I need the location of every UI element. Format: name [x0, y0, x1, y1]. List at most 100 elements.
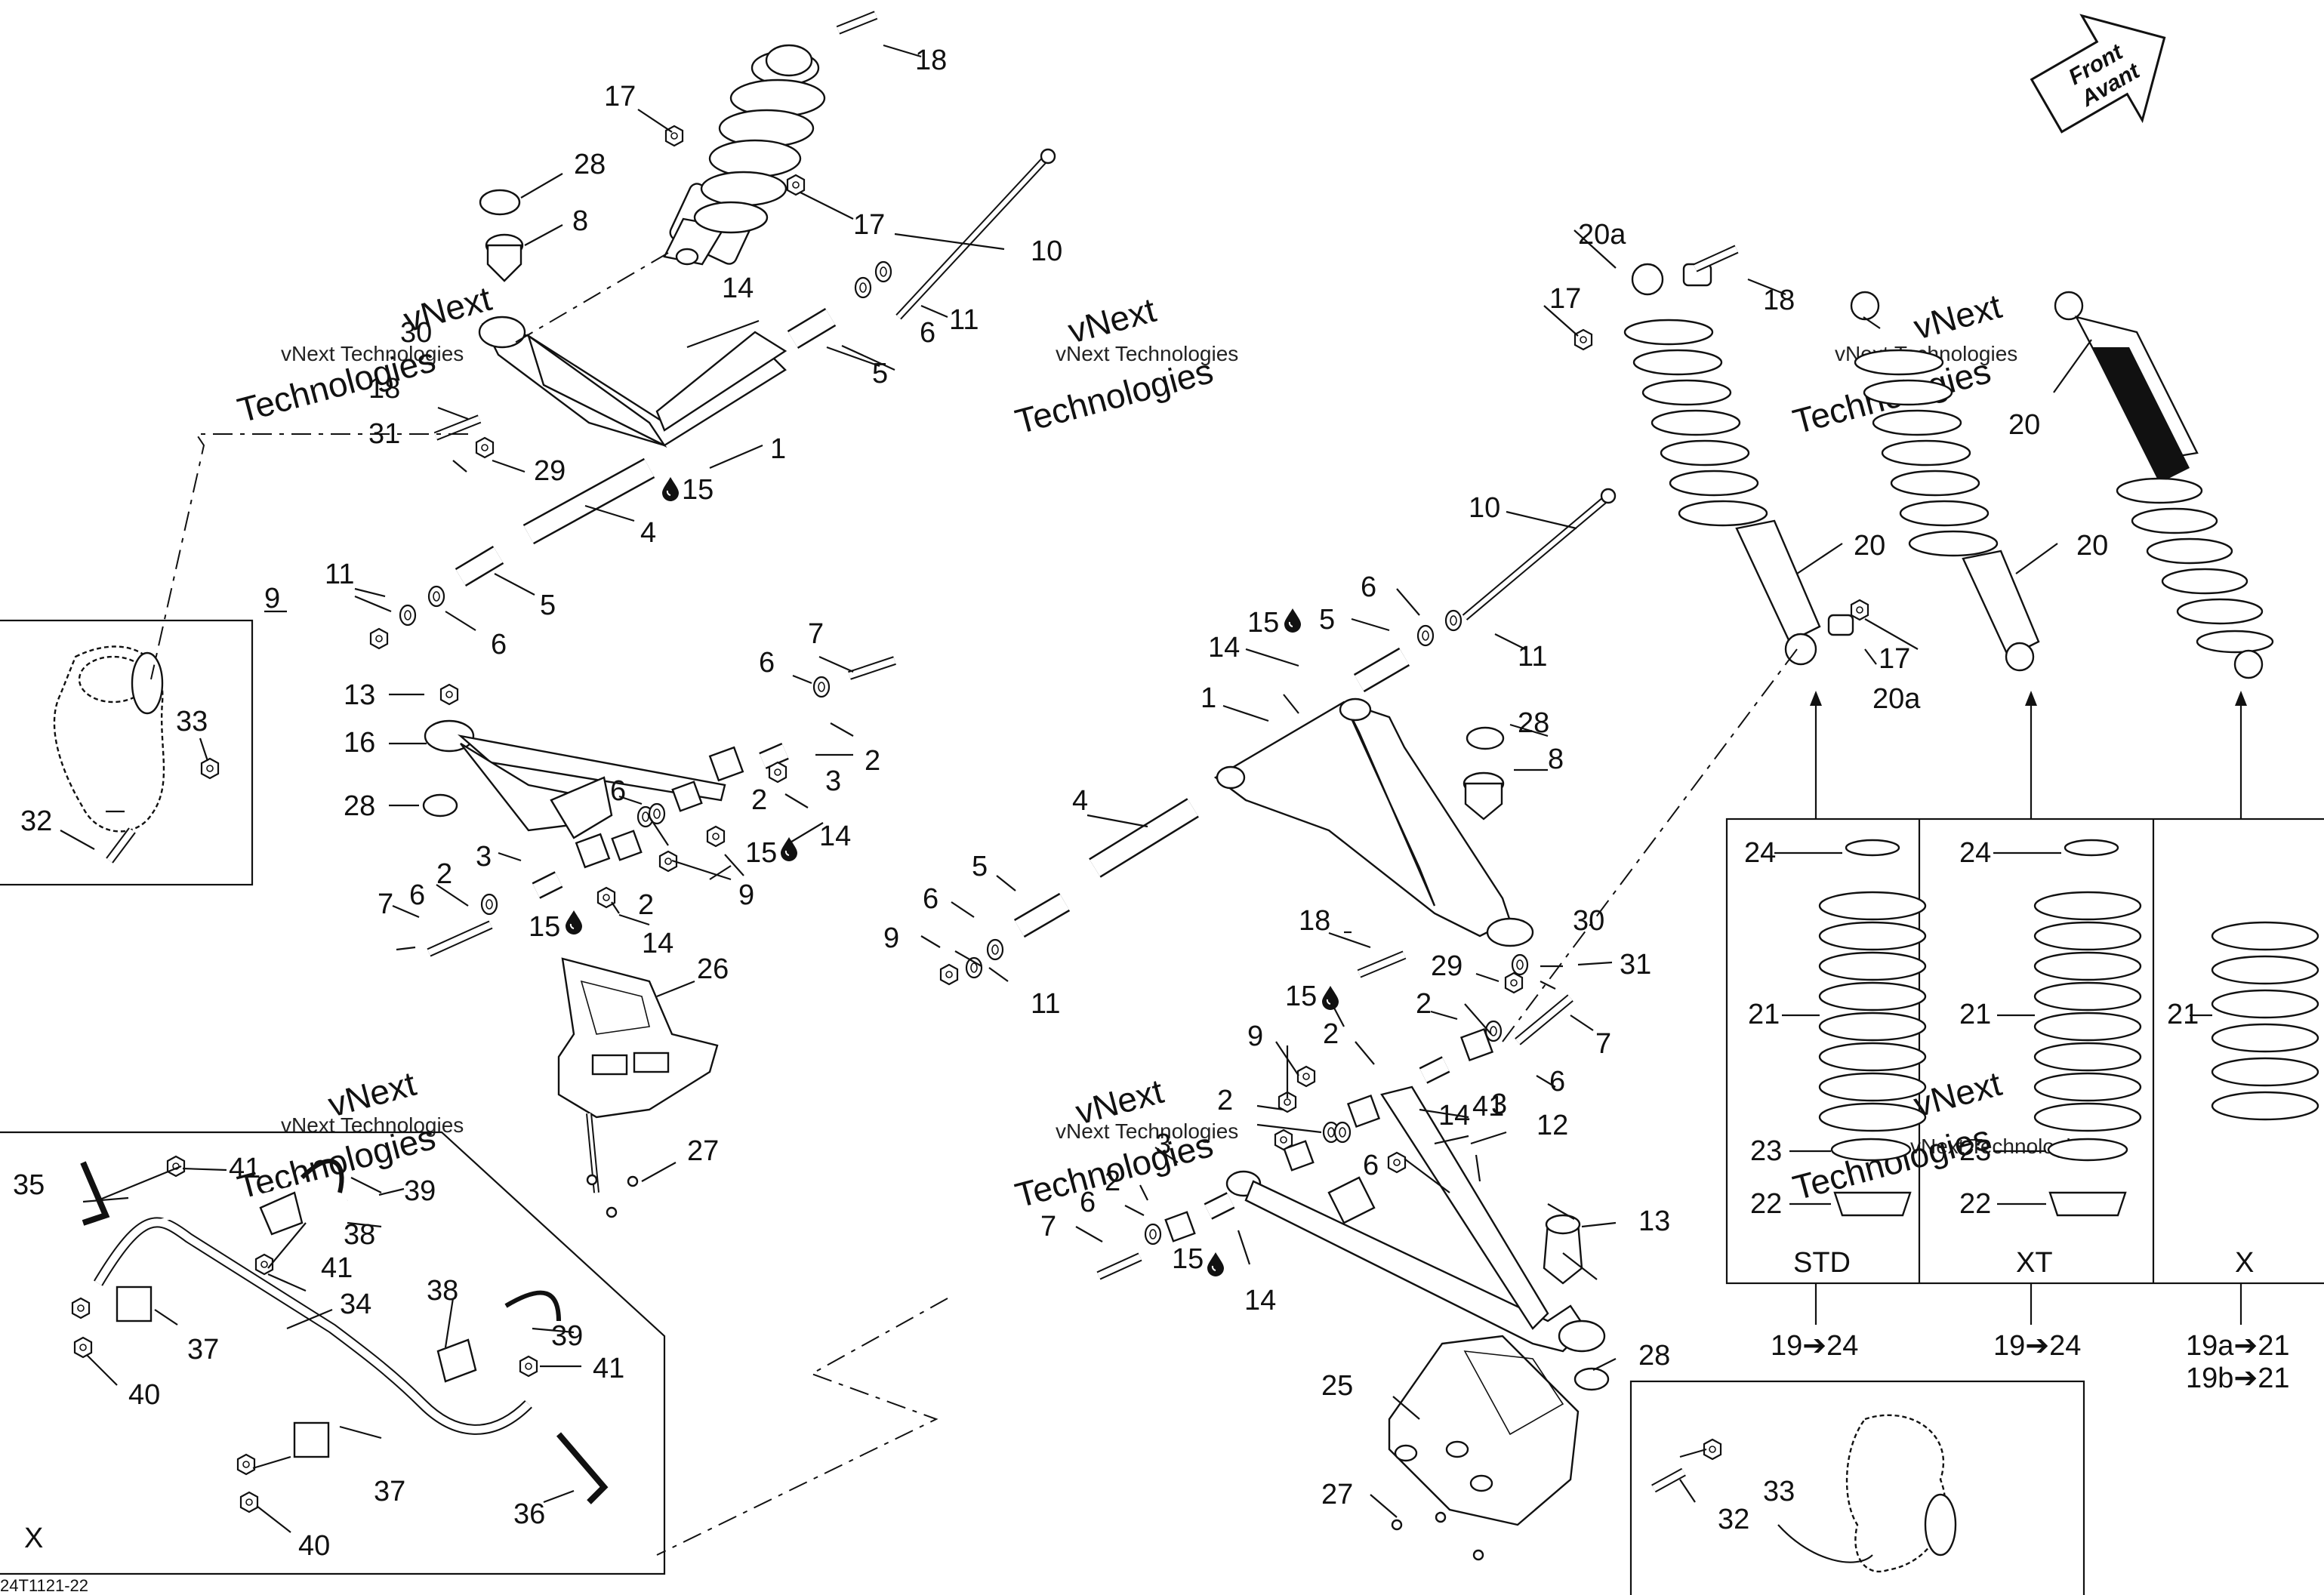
- callout-2: 2: [751, 784, 767, 816]
- callout-39: 39: [404, 1175, 436, 1207]
- callout-2: 2: [1323, 1018, 1339, 1050]
- callout-3: 3: [476, 841, 492, 873]
- callout-25: 25: [1321, 1370, 1353, 1402]
- callout-6: 6: [1080, 1187, 1096, 1218]
- watermark-1: vNext Technologies vNext Technologies: [233, 279, 495, 430]
- callout-33: 33: [176, 706, 208, 737]
- callout-4: 4: [1072, 785, 1088, 817]
- variant-std-range: 19➔24: [1771, 1330, 1858, 1362]
- variant-x-range-a: 19a➔21: [2186, 1330, 2290, 1362]
- oil-drop-icon: [780, 836, 798, 862]
- connector-lines: [150, 252, 1798, 1556]
- callout-28: 28: [344, 790, 375, 822]
- oil-drop-icon: [661, 476, 680, 502]
- bolt-18-right: [1357, 950, 1407, 978]
- shock-x: [2054, 291, 2274, 679]
- callout-21: 21: [1959, 999, 1991, 1030]
- callout-28: 28: [574, 149, 606, 180]
- callout-9: 9: [264, 583, 280, 614]
- ball-joint-upper-left: [479, 189, 524, 282]
- ball-joint-lower-right: [1543, 1214, 1583, 1285]
- callout-13: 13: [344, 679, 375, 711]
- callout-22: 22: [1750, 1188, 1782, 1220]
- callout-1: 1: [770, 433, 786, 465]
- left-shock-absorber: [663, 44, 826, 266]
- svg-text:vNext Technologies: vNext Technologies: [1056, 342, 1238, 365]
- steering-knuckle-right: [1845, 1414, 1957, 1572]
- steering-knuckle-left: [53, 645, 165, 833]
- callout-2: 2: [436, 858, 452, 890]
- callout-10: 10: [1469, 492, 1500, 524]
- spring-std: [1818, 891, 1927, 1132]
- callout-29: 29: [534, 455, 566, 487]
- callout-14: 14: [1208, 632, 1240, 664]
- callout-20: 20: [1854, 530, 1885, 562]
- callout-18: 18: [1763, 285, 1795, 316]
- callout-3: 3: [1155, 1129, 1171, 1160]
- callout-2: 2: [1416, 988, 1432, 1020]
- callout-23: 23: [1959, 1135, 1991, 1167]
- callout-5: 5: [1319, 604, 1335, 636]
- oil-drop-icon: [1321, 985, 1339, 1011]
- callout-12: 12: [1536, 1110, 1568, 1141]
- diagram-code: 24T1121-22: [0, 1576, 88, 1595]
- callout-14: 14: [1244, 1285, 1276, 1316]
- callout-16: 16: [344, 727, 375, 759]
- callout-32: 32: [20, 805, 52, 837]
- callout-11: 11: [1031, 988, 1060, 1020]
- callout-20: 20: [2008, 409, 2040, 441]
- callout-28: 28: [1638, 1340, 1670, 1372]
- oil-drop-icon: [1207, 1252, 1225, 1277]
- callout-7: 7: [378, 888, 393, 920]
- callout-27: 27: [687, 1135, 719, 1167]
- callout-18: 18: [915, 45, 947, 76]
- callout-5: 5: [872, 358, 888, 390]
- callout-24: 24: [1959, 837, 1991, 869]
- sway-bar-box: [0, 1131, 666, 1575]
- bolt-32-left: [106, 827, 136, 864]
- callout-7: 7: [1595, 1028, 1611, 1060]
- front-arrow-icon: Front Avant: [2030, 14, 2166, 134]
- knuckle-box-left: [0, 619, 254, 886]
- bushing-right-1: [1353, 647, 1410, 693]
- callout-10: 10: [1031, 236, 1062, 267]
- variant-xt-range: 19➔24: [1993, 1330, 2081, 1362]
- callout-41: 41: [321, 1252, 353, 1284]
- shaft-right: [1089, 798, 1199, 878]
- callout-17: 17: [853, 209, 885, 241]
- svg-text:vNext: vNext: [1909, 286, 2005, 347]
- callout-28: 28: [1518, 707, 1549, 739]
- bolt-18-shock: [1693, 245, 1739, 273]
- callout-31: 31: [1620, 949, 1651, 981]
- sway-bar-links: [80, 1159, 609, 1504]
- variant-table: STD XT X 19➔24 19➔24 19a➔21 19b➔21: [1725, 691, 2324, 1394]
- callout-5: 5: [540, 590, 556, 621]
- variant-x-range-b: 19b➔21: [2186, 1363, 2290, 1394]
- callout-17: 17: [604, 81, 636, 112]
- callout-labels: 18 17 28 8 17 10 14 11 6 30 5 18 31 1 29…: [13, 45, 2199, 1562]
- callout-13: 13: [1638, 1205, 1670, 1237]
- callout-14: 14: [819, 821, 851, 852]
- callout-15: 15: [1247, 607, 1279, 639]
- callout-6: 6: [1361, 571, 1376, 603]
- callout-6: 6: [409, 879, 425, 911]
- callout-33: 33: [1763, 1476, 1795, 1507]
- callout-7: 7: [808, 618, 824, 650]
- callout-6: 6: [1363, 1150, 1379, 1181]
- callout-8: 8: [572, 205, 588, 237]
- callout-21: 21: [2167, 999, 2199, 1030]
- shock-std: [1623, 263, 1854, 666]
- svg-text:vNext Technologies: vNext Technologies: [1056, 1119, 1238, 1143]
- callout-40: 40: [298, 1530, 330, 1562]
- callout-6: 6: [491, 629, 507, 660]
- callout-15: 15: [682, 474, 714, 506]
- left-box-x-label: X: [24, 1523, 43, 1554]
- oil-drop-icon: [1284, 608, 1302, 633]
- callout-17: 17: [1549, 283, 1581, 315]
- callout-17: 17: [1879, 643, 1910, 675]
- callout-21: 21: [1748, 999, 1780, 1030]
- callout-9: 9: [738, 879, 754, 911]
- callout-9: 9: [883, 922, 899, 954]
- lower-left-hardware: [427, 656, 896, 957]
- callout-35: 35: [13, 1169, 45, 1201]
